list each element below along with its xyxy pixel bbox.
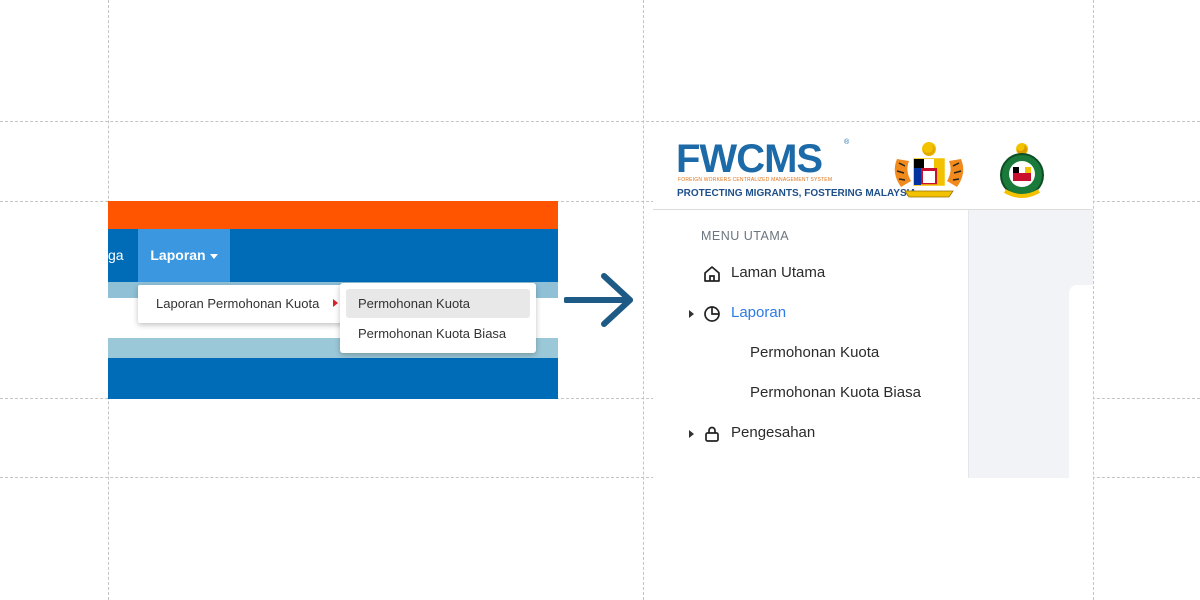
menu-header: MENU UTAMA	[701, 229, 790, 243]
content-card	[1069, 285, 1093, 478]
guide-line-vertical	[1093, 0, 1094, 600]
expand-caret-icon[interactable]	[689, 430, 694, 438]
caret-down-icon	[209, 253, 218, 259]
sidebar: MENU UTAMA Laman Utama Laporan Permohona…	[653, 210, 969, 478]
sidebar-item-pengesahan[interactable]: Pengesahan	[653, 414, 968, 454]
lock-icon	[705, 426, 719, 442]
logo-title: FWCMS	[676, 137, 823, 181]
submenu-item-permohonan-kuota-biasa[interactable]: Permohonan Kuota Biasa	[358, 326, 507, 341]
sidebar-item-laman-utama[interactable]: Laman Utama	[653, 254, 968, 294]
dropdown-item-laporan-permohonan-kuota[interactable]: Laporan Permohonan Kuota	[156, 296, 320, 311]
old-top-bar	[108, 201, 558, 229]
sidebar-subitem-permohonan-kuota-biasa[interactable]: Permohonan Kuota Biasa	[653, 374, 968, 414]
logo-registered-mark: ®	[844, 139, 850, 146]
dropdown-menu: Laporan Permohonan Kuota	[138, 285, 346, 323]
immigration-department-crest-icon	[1000, 143, 1044, 198]
right-arrow-icon	[564, 273, 633, 327]
caret-right-icon	[333, 299, 338, 307]
sidebar-item-laporan[interactable]: Laporan	[653, 294, 968, 334]
submenu: Permohonan Kuota Permohonan Kuota Biasa	[340, 283, 536, 353]
pie-chart-icon	[704, 306, 720, 322]
guide-line-horizontal	[0, 477, 1200, 478]
sidebar-item-label: Pengesahan	[731, 424, 816, 441]
nav-laporan-label: Laporan	[150, 247, 206, 263]
expand-caret-icon[interactable]	[689, 310, 694, 318]
guide-line-horizontal	[0, 398, 1200, 399]
sidebar-item-label: Laman Utama	[731, 264, 826, 281]
submenu-item-permohonan-kuota[interactable]: Permohonan Kuota	[346, 289, 530, 318]
old-band	[108, 358, 558, 399]
old-ui-screenshot: ga Laporan Laporan Permohonan Kuota Perm…	[108, 201, 558, 399]
nav-item-laporan[interactable]: Laporan	[138, 229, 230, 282]
guide-line-horizontal	[0, 121, 1200, 122]
sidebar-subitem-permohonan-kuota[interactable]: Permohonan Kuota	[653, 334, 968, 374]
app-header: FWCMS ® FOREIGN WORKERS CENTRALIZED MANA…	[653, 131, 1093, 210]
sidebar-subitem-label: Permohonan Kuota	[750, 344, 880, 361]
malaysia-coat-of-arms-icon	[894, 142, 964, 198]
guide-line-vertical	[643, 0, 644, 600]
logo-subtitle: FOREIGN WORKERS CENTRALIZED MANAGEMENT S…	[678, 177, 833, 183]
main-content-area	[969, 210, 1093, 478]
guide-line-horizontal	[0, 201, 1200, 202]
new-ui-screenshot: FWCMS ® FOREIGN WORKERS CENTRALIZED MANA…	[653, 131, 1093, 478]
sidebar-item-label: Laporan	[731, 304, 787, 321]
sidebar-subitem-label: Permohonan Kuota Biasa	[750, 384, 921, 401]
home-icon	[704, 266, 720, 282]
logo-tagline: PROTECTING MIGRANTS, FOSTERING MALAYSIA	[677, 188, 917, 199]
nav-item-partial[interactable]: ga	[108, 247, 124, 263]
